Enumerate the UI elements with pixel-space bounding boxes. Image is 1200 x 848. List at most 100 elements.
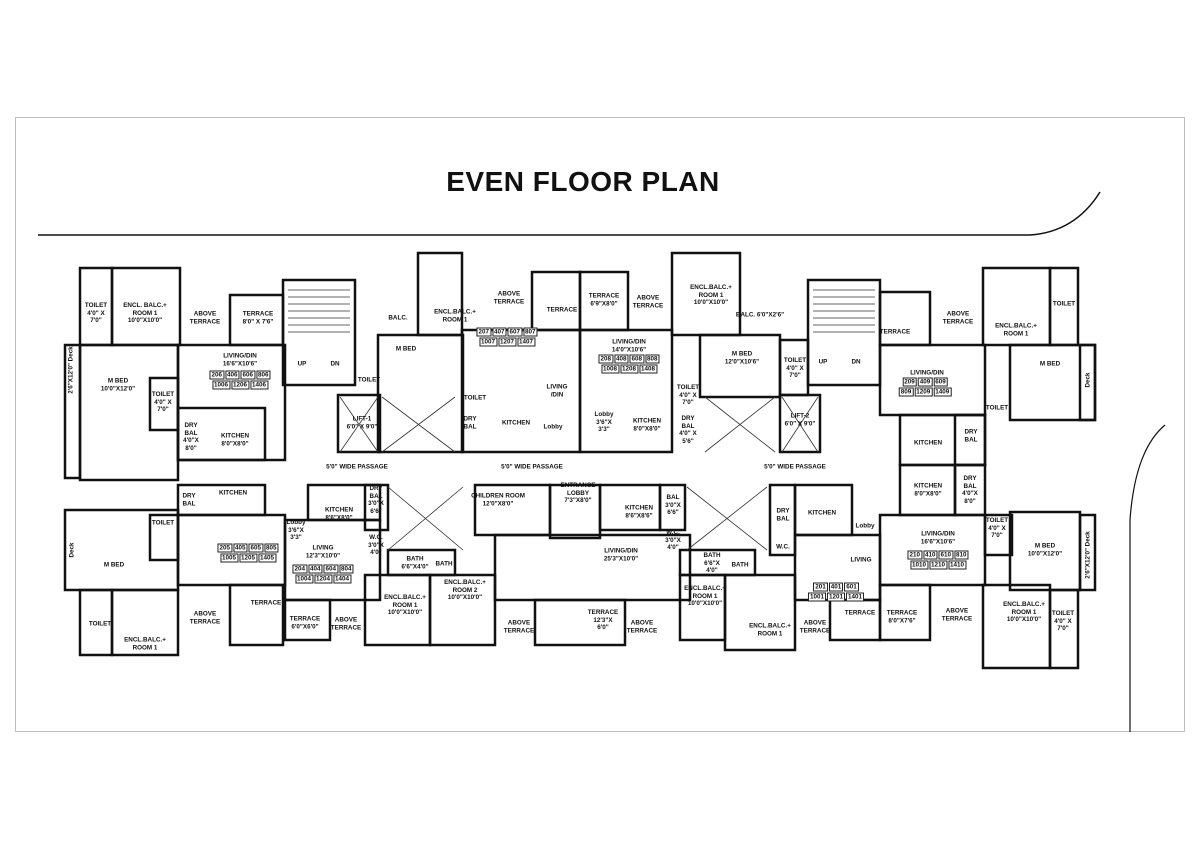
- unit-number: 1004: [294, 574, 313, 584]
- room-name: TOILET: [1052, 300, 1076, 308]
- unit-number: 206: [209, 370, 224, 380]
- unit-number: 405: [232, 543, 248, 553]
- room-name: ENCL.BALC.+ROOM 1: [690, 283, 732, 299]
- room-label: BATH: [435, 560, 452, 568]
- room-name: TOILET: [151, 519, 175, 527]
- unit-number: 408: [613, 354, 629, 364]
- room-name: TOILET: [463, 394, 487, 402]
- unit-number: 210: [907, 550, 922, 560]
- unit-number: 809: [898, 387, 914, 397]
- room-name: 5'0" WIDE PASSAGE: [326, 463, 388, 471]
- room-size: 8'6"X8'6": [625, 512, 653, 519]
- room-label: 5'0" WIDE PASSAGE: [501, 463, 563, 471]
- room-name: TOILET: [84, 301, 108, 309]
- unit-number: 808: [645, 354, 660, 364]
- unit-number: 601: [844, 582, 859, 592]
- room-label: UP: [298, 360, 307, 368]
- room-size: 8'0"X8'0": [633, 425, 661, 432]
- room-label: TOILET: [986, 404, 1008, 412]
- room-name: KITCHEN: [633, 417, 661, 425]
- room-size: 10'0"X10'0": [387, 608, 423, 616]
- room-size: 6'9"X8'0": [590, 300, 618, 307]
- room-name: Lobby: [543, 423, 563, 431]
- room-name: LIVING: [312, 544, 334, 552]
- unit-number: 807: [523, 327, 538, 337]
- shaft-cross: [387, 486, 464, 551]
- room-label: ENCL.BALC.+ROOM 1: [749, 623, 791, 638]
- room-label: KITCHEN: [502, 419, 530, 427]
- room-label: ENCL.BALC.+ROOM 1: [124, 637, 166, 652]
- shaft-cross: [381, 396, 456, 453]
- unit-number: 604: [323, 564, 339, 574]
- site-boundary-arc: [1129, 424, 1166, 732]
- unit-number: 407: [491, 327, 507, 337]
- unit-number: 605: [248, 543, 264, 553]
- room-name: ENCL.BALC.+ROOM 1: [124, 636, 166, 652]
- room-name: M BED: [103, 561, 125, 569]
- wall: [493, 533, 692, 602]
- room-label: TOILET: [152, 519, 174, 527]
- unit-number: 1007: [478, 337, 497, 347]
- room-name: LIVING/DIN: [612, 338, 646, 346]
- room-label: UP: [819, 358, 828, 366]
- room-size: 10'0"X10'0": [1006, 615, 1042, 623]
- unit-number: 810: [954, 550, 969, 560]
- room-name: UP: [297, 360, 307, 368]
- unit-number: 1209: [914, 387, 933, 397]
- room-name: KITCHEN: [219, 489, 247, 497]
- wall: [578, 328, 674, 454]
- wall: [376, 333, 465, 454]
- room-name: TERRACE: [886, 609, 918, 617]
- room-name: W.C.: [369, 533, 383, 541]
- unit-number: 1005: [219, 553, 238, 563]
- room-name: W.C.: [666, 528, 680, 536]
- room-name: BALC. 6'0"X2'6": [735, 311, 785, 319]
- room-name: BATH: [406, 555, 424, 563]
- room-size: 6'6"X4'0": [401, 563, 429, 570]
- deck-label: 2'6"X12'0" Deck: [1084, 531, 1092, 579]
- room-label: KITCHEN: [914, 439, 942, 447]
- room-label: TERRACE: [547, 306, 577, 314]
- room-name: Lobby: [855, 522, 875, 530]
- room-name: ENCL.BALC.+ROOM 1: [1003, 600, 1045, 616]
- room-label: W.C.: [776, 543, 790, 551]
- room-name: TOILET: [357, 376, 381, 384]
- unit-number: 410: [922, 550, 938, 560]
- room-name: TOILET: [985, 516, 1009, 524]
- unit-number: 1008: [600, 364, 619, 374]
- room-name: LIFT-1: [352, 415, 372, 423]
- room-size: 12'0"X8'0": [482, 500, 514, 507]
